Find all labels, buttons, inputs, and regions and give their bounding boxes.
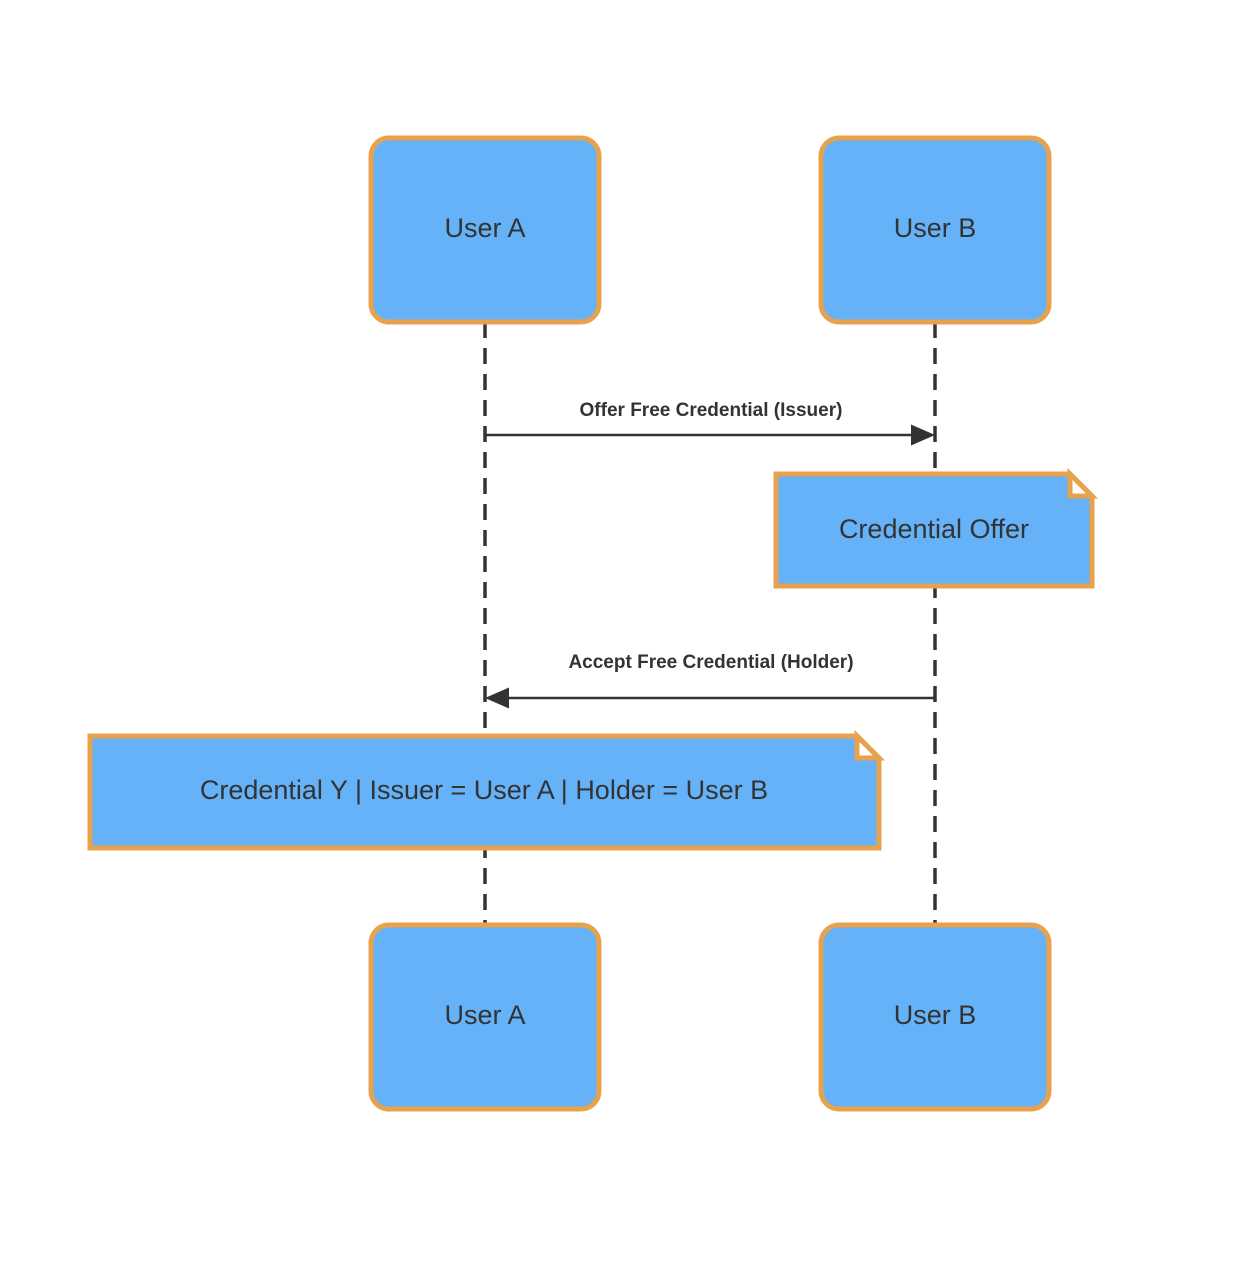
note-fold-corner-icon xyxy=(1067,467,1099,499)
participant-box-user-b-bottom[interactable] xyxy=(818,922,1052,1112)
note-shape-credential-offer[interactable] xyxy=(773,471,1095,589)
participant-head-user-a[interactable]: User A xyxy=(368,135,602,325)
note-shape-credential-y[interactable] xyxy=(87,733,882,851)
message-arrowhead-right-icon xyxy=(911,424,935,446)
message-label-offer-free-credential: Offer Free Credential (Issuer) xyxy=(580,400,843,421)
note-fold-corner-icon xyxy=(854,729,886,761)
participant-box-user-a-bottom[interactable] xyxy=(368,922,602,1112)
message-accept-free-credential[interactable]: Accept Free Credential (Holder) xyxy=(485,652,935,709)
participant-foot-user-a[interactable]: User A xyxy=(368,922,602,1112)
participant-box-user-a-top[interactable] xyxy=(368,135,602,325)
note-credential-offer[interactable]: Credential Offer xyxy=(773,467,1099,589)
note-credential-y[interactable]: Credential Y | Issuer = User A | Holder … xyxy=(87,729,886,851)
message-arrowhead-left-icon xyxy=(485,687,509,709)
message-offer-free-credential[interactable]: Offer Free Credential (Issuer) xyxy=(485,400,935,446)
participant-head-user-b[interactable]: User B xyxy=(818,135,1052,325)
participant-box-user-b-top[interactable] xyxy=(818,135,1052,325)
message-label-accept-free-credential: Accept Free Credential (Holder) xyxy=(568,652,853,673)
participant-foot-user-b[interactable]: User B xyxy=(818,922,1052,1112)
